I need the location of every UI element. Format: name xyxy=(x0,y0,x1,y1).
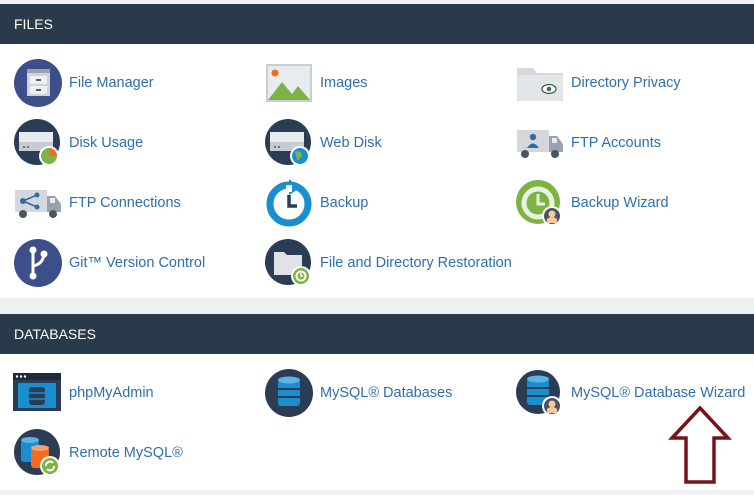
ftp-connections-label: FTP Connections xyxy=(69,195,181,211)
phpmyadmin-link[interactable]: phpMyAdmin xyxy=(13,368,154,418)
disk-globe-icon xyxy=(264,118,314,168)
images-link[interactable]: Images xyxy=(264,58,368,108)
remote-mysql-label: Remote MySQL® xyxy=(69,445,183,461)
backup-clock-icon xyxy=(264,178,314,228)
phpmyadmin-label: phpMyAdmin xyxy=(69,385,154,401)
database-wizard-icon xyxy=(515,368,565,418)
image-landscape-icon xyxy=(264,58,314,108)
disk-usage-link[interactable]: Disk Usage xyxy=(13,118,143,168)
disk-usage-label: Disk Usage xyxy=(69,135,144,151)
backup-wizard-icon xyxy=(515,178,565,228)
folder-eye-icon xyxy=(515,58,565,108)
file-manager-link[interactable]: File Manager xyxy=(13,58,154,108)
backup-link[interactable]: Backup xyxy=(264,178,368,228)
file-manager-label: File Manager xyxy=(69,75,154,91)
directory-privacy-link[interactable]: Directory Privacy xyxy=(515,58,681,108)
git-version-control-label: Git™ Version Control xyxy=(69,255,206,271)
images-label: Images xyxy=(320,75,368,91)
ftp-accounts-link[interactable]: FTP Accounts xyxy=(515,118,661,168)
phpmyadmin-icon xyxy=(13,368,63,418)
backup-wizard-link[interactable]: Backup Wizard xyxy=(515,178,669,228)
disk-pie-icon xyxy=(13,118,63,168)
git-branch-icon xyxy=(13,238,63,288)
database-icon xyxy=(264,368,314,418)
remote-database-icon xyxy=(13,428,63,478)
mysql-database-wizard-label: MySQL® Database Wizard xyxy=(571,385,746,401)
backup-label: Backup xyxy=(320,195,369,211)
git-version-control-link[interactable]: Git™ Version Control xyxy=(13,238,205,288)
truck-network-icon xyxy=(13,178,63,228)
mysql-databases-label: MySQL® Databases xyxy=(320,385,453,401)
up-arrow-annotation-icon xyxy=(668,406,732,484)
mysql-database-wizard-link[interactable]: MySQL® Database Wizard xyxy=(515,368,745,418)
ftp-connections-link[interactable]: FTP Connections xyxy=(13,178,181,228)
directory-privacy-label: Directory Privacy xyxy=(571,75,681,91)
folder-restore-icon xyxy=(264,238,314,288)
file-directory-restoration-link[interactable]: File and Directory Restoration xyxy=(264,238,512,288)
databases-panel: DATABASES phpMyAdmin MySQL® Databases xyxy=(0,314,754,490)
files-section-header[interactable]: FILES xyxy=(0,4,754,44)
files-panel: FILES File Manager Images Directory Pr xyxy=(0,4,754,298)
web-disk-link[interactable]: Web Disk xyxy=(264,118,382,168)
ftp-accounts-label: FTP Accounts xyxy=(571,135,661,151)
backup-wizard-label: Backup Wizard xyxy=(571,195,669,211)
truck-user-icon xyxy=(515,118,565,168)
file-cabinet-icon xyxy=(13,58,63,108)
web-disk-label: Web Disk xyxy=(320,135,382,151)
databases-section-header[interactable]: DATABASES xyxy=(0,314,754,354)
remote-mysql-link[interactable]: Remote MySQL® xyxy=(13,428,183,478)
mysql-databases-link[interactable]: MySQL® Databases xyxy=(264,368,452,418)
file-directory-restoration-label: File and Directory Restoration xyxy=(320,255,512,271)
